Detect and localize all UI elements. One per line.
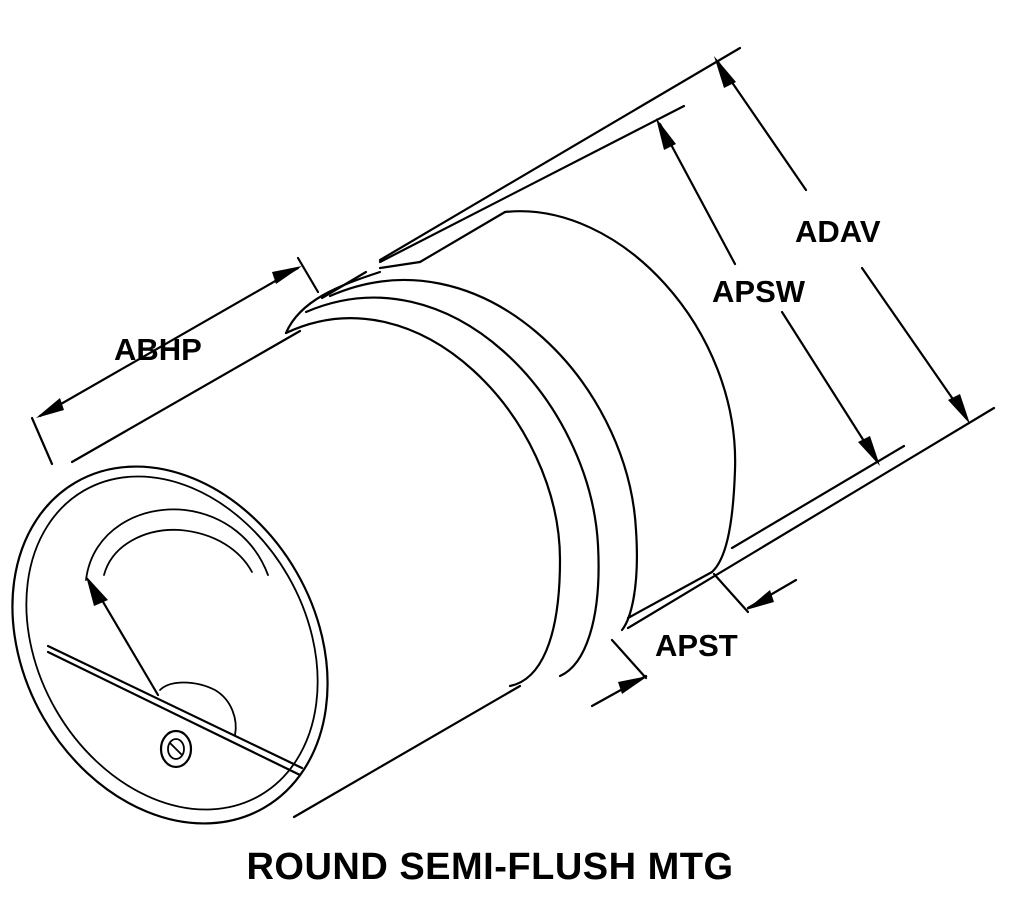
scale-arc-outer: [85, 508, 269, 581]
apsw-arrow-bottom: [858, 436, 880, 466]
flange-top-edge: [378, 260, 422, 270]
apsw-dimension-line-upper: [658, 122, 737, 266]
flange-ring-3: [328, 278, 638, 632]
body-top-edge: [70, 329, 302, 464]
dimension-apsw: APSW: [378, 104, 906, 550]
apsw-dimension-line-lower: [780, 310, 878, 462]
scale-plate-edge-1: [46, 644, 304, 770]
front-bezel-inner: [25, 475, 319, 811]
abhp-arrow-right: [272, 266, 302, 284]
apst-extension-right: [712, 572, 750, 614]
apst-arrow-lower: [618, 676, 648, 694]
meter-body: [11, 210, 737, 825]
apst-extension-left: [610, 638, 648, 680]
flange-front-arc: [284, 270, 382, 335]
adav-dimension-line-lower: [860, 266, 968, 420]
scale-arc-inner: [103, 529, 253, 576]
apsw-label: APSW: [712, 274, 806, 309]
pointer-needle: [94, 588, 160, 697]
abhp-arrow-left: [36, 398, 64, 418]
abhp-extension-left: [30, 416, 54, 466]
dimension-adav: ADAV: [378, 46, 996, 630]
adav-label: ADAV: [795, 214, 881, 249]
diagram-caption: ROUND SEMI-FLUSH MTG: [246, 846, 734, 888]
flange-ring-2: [304, 296, 600, 678]
front-bezel-outer: [11, 465, 329, 825]
dial-face: [46, 508, 304, 777]
apsw-extension-top: [378, 104, 686, 264]
flange-outer-top: [320, 270, 368, 300]
adav-arrow-bottom: [948, 394, 970, 424]
dimension-abhp: ABHP: [30, 256, 320, 466]
apst-arrow-upper: [746, 590, 774, 610]
rear-housing-bottom: [626, 570, 714, 620]
body-bottom-edge: [292, 684, 522, 819]
abhp-extension-right: [296, 256, 320, 294]
zero-adjust-screw: [159, 729, 193, 769]
dimension-apst: APST: [590, 572, 798, 708]
apst-label: APST: [655, 628, 738, 663]
rear-housing-top: [418, 210, 507, 264]
adav-extension-top: [378, 46, 742, 262]
adav-arrow-top: [714, 56, 736, 88]
adav-extension-bottom: [626, 406, 996, 630]
zero-adjust-screw-inner: [167, 738, 185, 760]
zero-adjust-slot: [169, 742, 183, 756]
apsw-arrow-top: [656, 118, 676, 150]
pivot-cover: [159, 681, 237, 736]
pointer-tip: [86, 576, 108, 606]
apsw-extension-bottom: [730, 444, 906, 550]
scale-plate-edge-2: [46, 650, 302, 777]
abhp-label: ABHP: [114, 332, 202, 367]
abhp-dimension-line: [38, 266, 300, 418]
rear-housing-arc: [503, 210, 737, 574]
flange-ring-1: [284, 317, 562, 688]
